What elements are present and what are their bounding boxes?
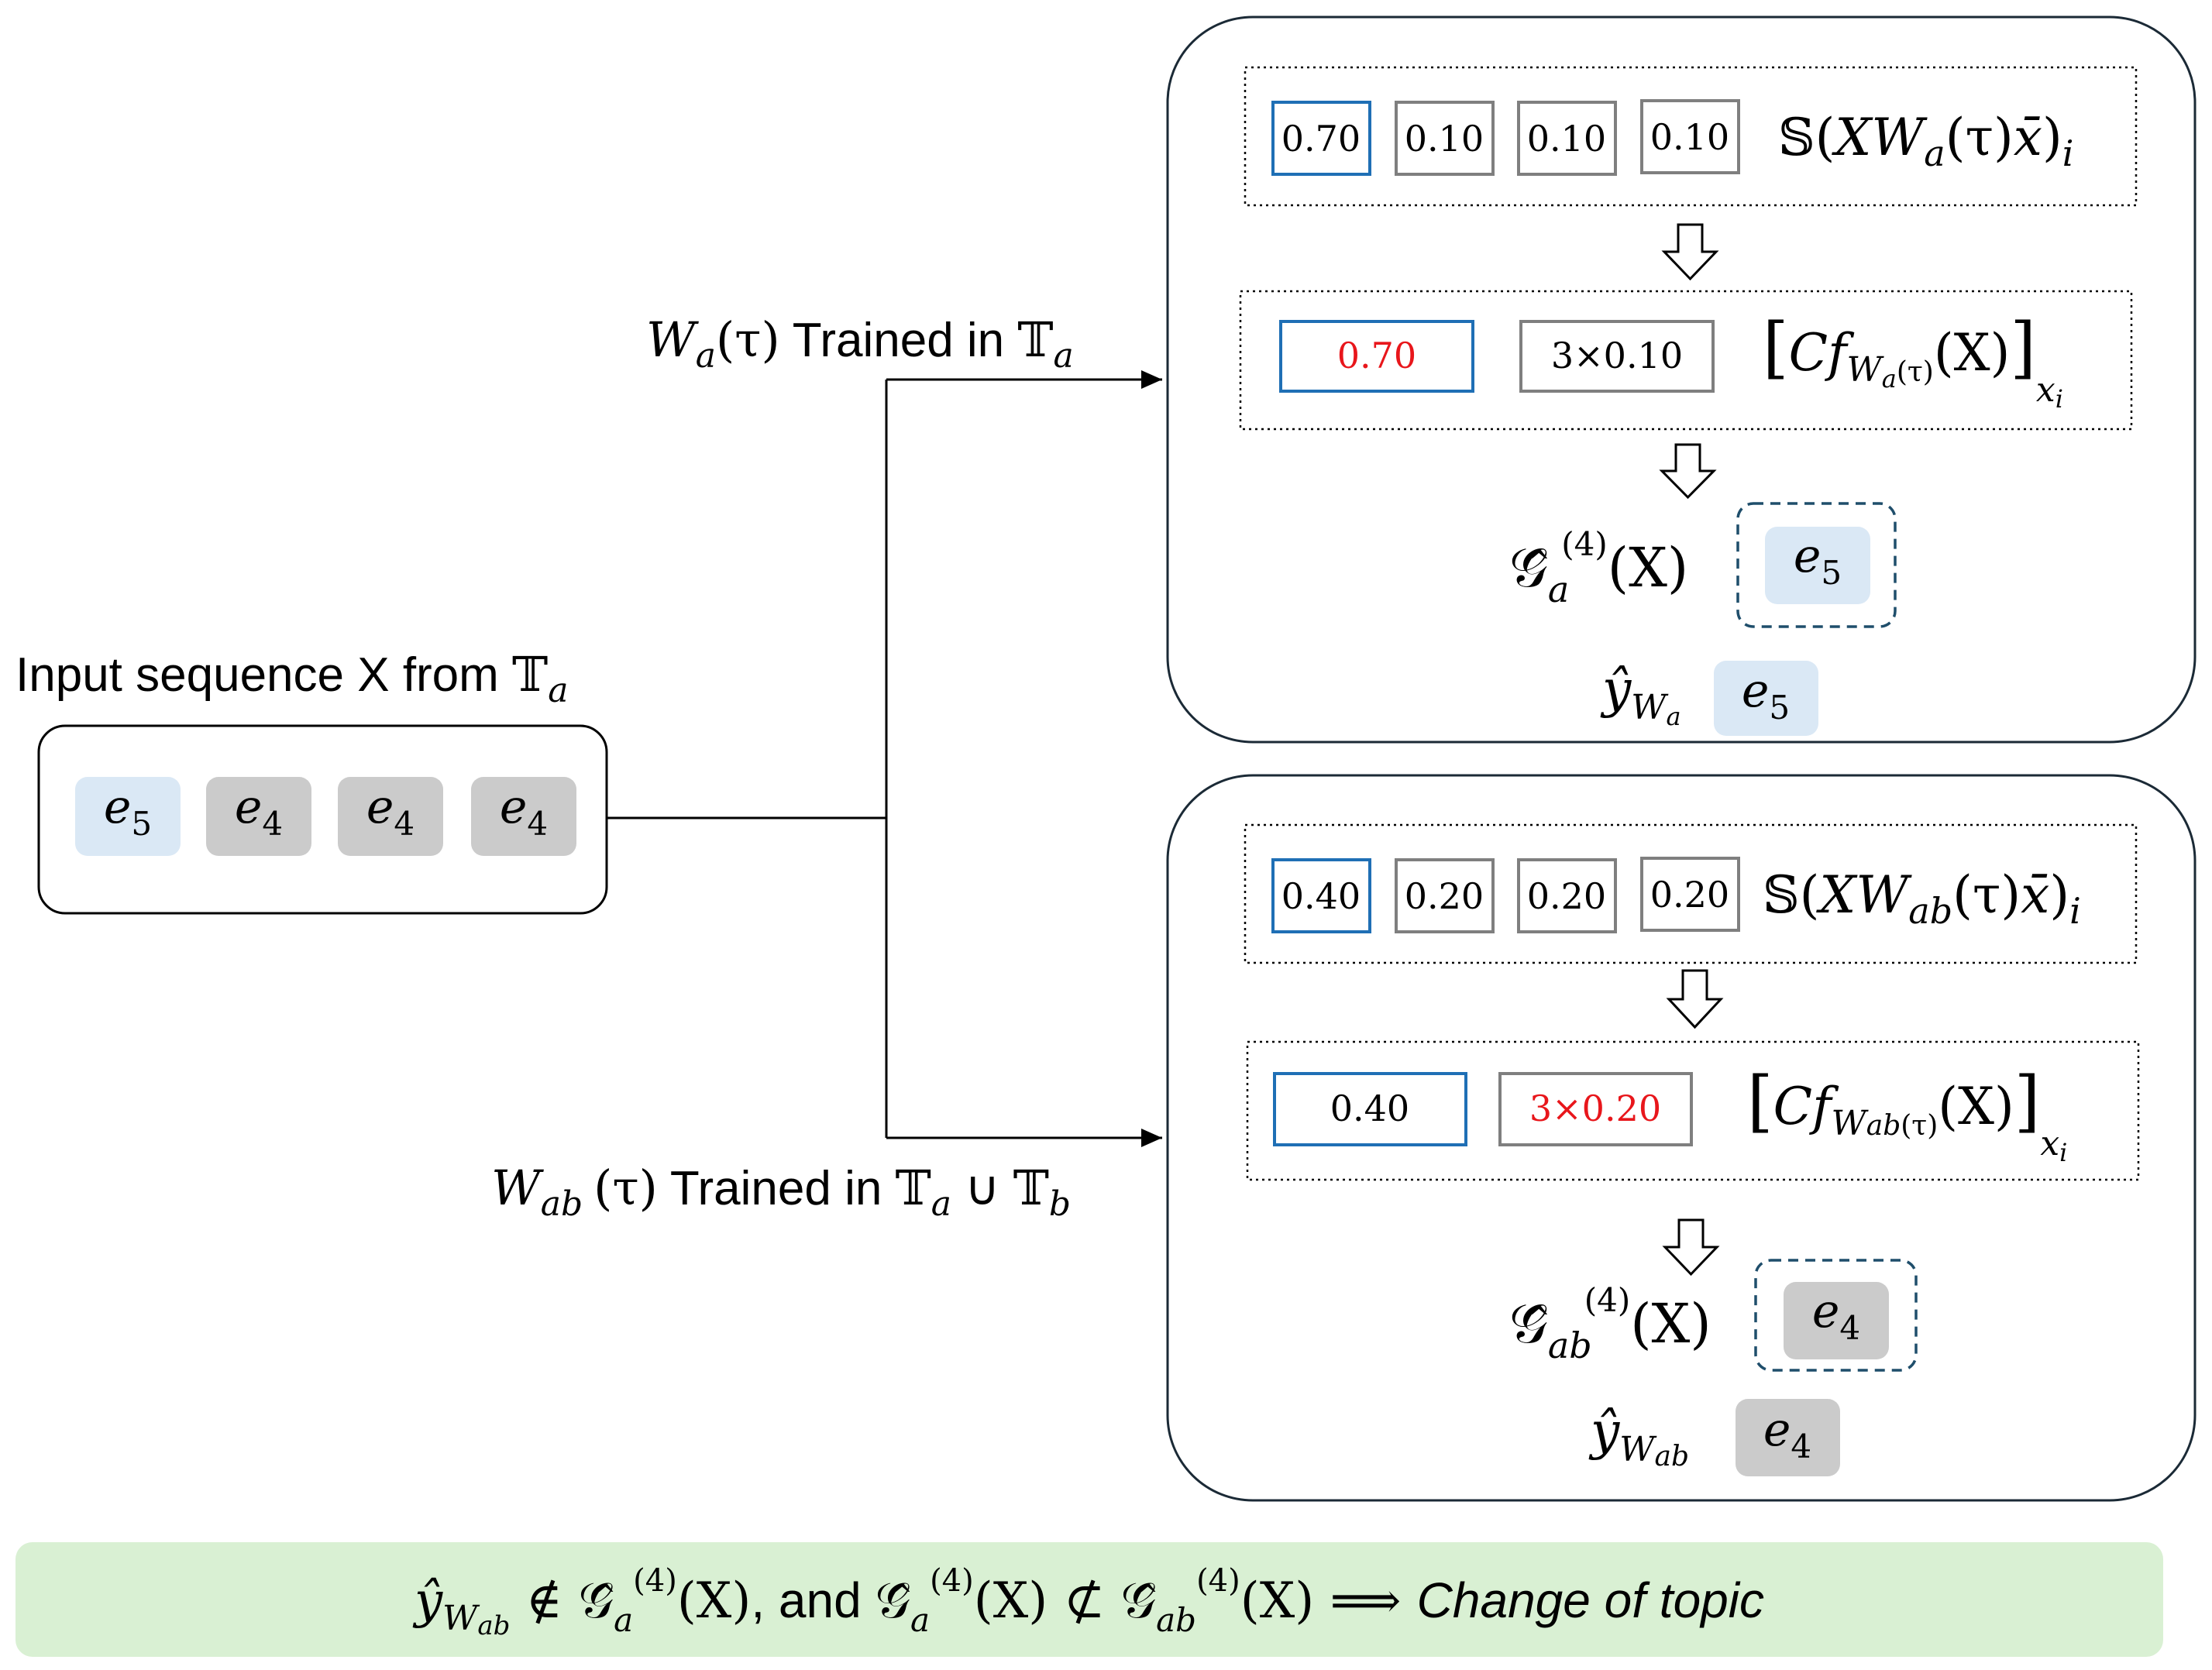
svg-text:e5: e5 [1742, 664, 1790, 727]
top-k-token-ab: e4 [1784, 1282, 1889, 1359]
top-k-set-dashed-box-ab [1754, 1259, 1918, 1372]
softmax-label-ab: 𝕊(XWab(τ)x̄)i [1763, 865, 2081, 932]
softmax-value-box: 0.10 [1395, 101, 1495, 176]
input-token: e4 [471, 777, 576, 856]
down-arrow-icon [1662, 1218, 1720, 1277]
svg-text:0.20: 0.20 [1650, 874, 1729, 916]
svg-text:0.40: 0.40 [1281, 875, 1361, 917]
svg-text:0.20: 0.20 [1405, 875, 1484, 917]
svg-text:0.10: 0.10 [1527, 118, 1606, 160]
svg-text:0.70: 0.70 [1337, 335, 1416, 376]
cf-value-box: 0.70 [1279, 320, 1474, 393]
prediction-label-a: ŷWa [1600, 659, 1681, 731]
svg-text:e4: e4 [500, 780, 548, 843]
softmax-value-box: 0.20 [1395, 858, 1495, 933]
svg-text:3×0.10: 3×0.10 [1551, 335, 1683, 376]
conclusion-statement: ŷWab ∉ 𝒢̂a(4)(X), and 𝒢̂a(4)(X) ⊄ 𝒢̂ab(4… [412, 1563, 1764, 1641]
svg-text:e5: e5 [1794, 529, 1842, 592]
cf-value-box: 3×0.20 [1498, 1072, 1693, 1146]
branch-a-label: Wa(τ) Trained in 𝕋a [646, 311, 1074, 376]
down-arrow-icon [1659, 443, 1717, 500]
down-arrow-icon [1661, 223, 1719, 281]
prediction-token-ab: e4 [1736, 1399, 1840, 1476]
svg-text:0.40: 0.40 [1330, 1088, 1409, 1129]
top-k-set-dashed-box-a [1736, 502, 1897, 628]
cf-label-ab: [CfWab(τ)(X)]xi [1747, 1063, 2067, 1167]
top-k-token-a: e5 [1765, 527, 1870, 604]
svg-text:e5: e5 [104, 780, 152, 843]
svg-text:e4: e4 [1763, 1403, 1811, 1466]
svg-text:e4: e4 [1812, 1284, 1860, 1347]
softmax-value-box: 0.20 [1517, 858, 1617, 933]
softmax-value-box: 0.10 [1640, 99, 1740, 174]
svg-text:0.10: 0.10 [1650, 116, 1729, 158]
branch-connector [607, 370, 1162, 1147]
softmax-value-box: 0.70 [1271, 101, 1371, 176]
input-title: Input sequence X from 𝕋a [15, 646, 568, 710]
svg-text:0.10: 0.10 [1405, 118, 1484, 160]
cf-value-box: 3×0.10 [1519, 320, 1715, 393]
cf-value-box: 0.40 [1273, 1072, 1467, 1146]
input-token: e4 [206, 777, 311, 856]
softmax-value-box: 0.40 [1271, 858, 1371, 933]
top-k-set-label-a: 𝒢̂a(4)(X) [1509, 525, 1688, 610]
prediction-token-a: e5 [1714, 661, 1818, 736]
branch-ab-label: Wab(τ) Trained in 𝕋a ∪ 𝕋b [491, 1160, 1071, 1224]
input-token: e4 [338, 777, 443, 856]
svg-text:3×0.20: 3×0.20 [1529, 1088, 1661, 1129]
softmax-value-box: 0.20 [1640, 857, 1740, 932]
svg-text:0.20: 0.20 [1527, 875, 1606, 917]
svg-text:e4: e4 [366, 780, 415, 843]
conclusion-banner [15, 1542, 2163, 1657]
prediction-label-ab: ŷWab [1588, 1401, 1689, 1472]
svg-text:e4: e4 [235, 780, 283, 843]
top-k-set-label-ab: 𝒢̂ab(4)(X) [1509, 1281, 1711, 1366]
input-token: e5 [75, 777, 181, 856]
softmax-label-a: 𝕊(XWa(τ)x̄)i [1778, 108, 2073, 174]
input-sequence-box [37, 724, 608, 915]
softmax-value-box: 0.10 [1517, 101, 1617, 176]
cf-label-a: [CfWa(τ)(X)]xi [1763, 309, 2063, 414]
down-arrow-icon [1666, 969, 1724, 1029]
svg-text:0.70: 0.70 [1281, 118, 1361, 160]
